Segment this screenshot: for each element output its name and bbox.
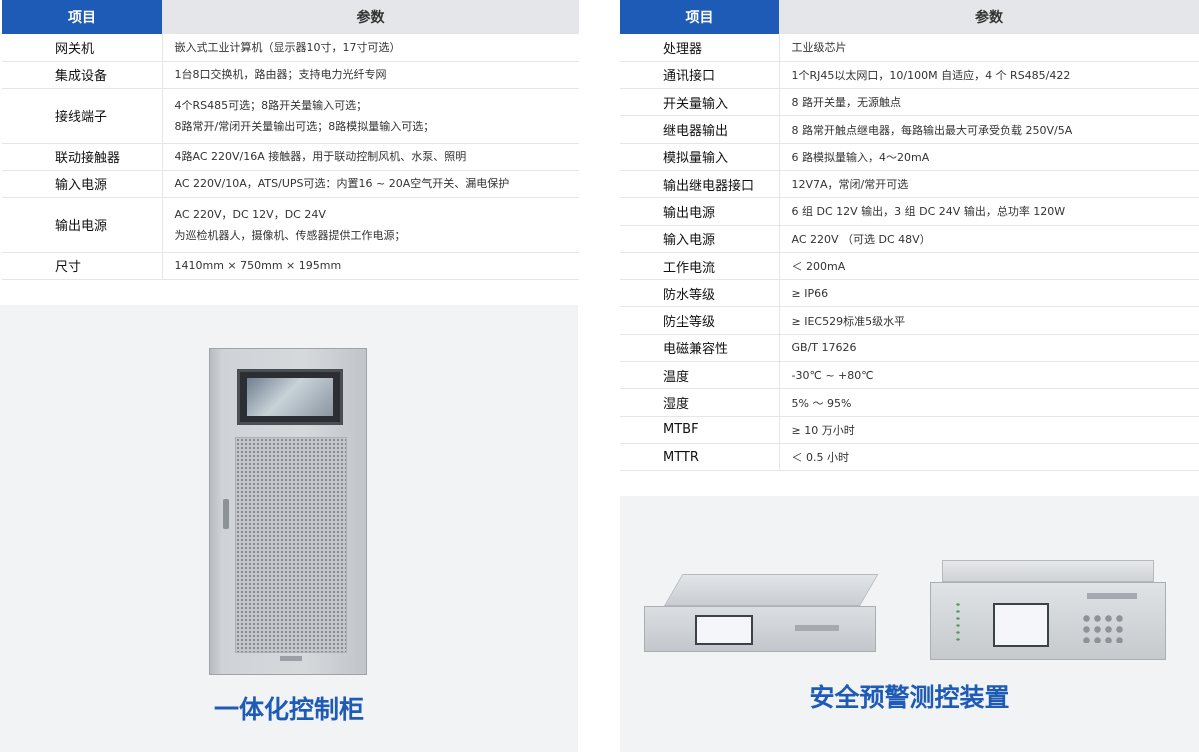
table-row: 防水等级≥ IP66	[620, 279, 1199, 308]
row-item: 处理器	[620, 34, 779, 62]
product-caption: 一体化控制柜	[213, 695, 364, 724]
row-item: 尺寸	[2, 252, 162, 280]
row-param: 6 组 DC 12V 输出，3 组 DC 24V 输出，总功率 120W	[778, 197, 1199, 226]
row-item: 输出电源	[620, 197, 779, 226]
row-param: ＜ 200mA	[778, 252, 1199, 281]
cabinet-vent	[235, 437, 347, 653]
product-panel-cabinet: 一体化控制柜	[0, 305, 578, 752]
row-item: 电磁兼容性	[620, 334, 779, 363]
device-nameplate	[795, 625, 839, 631]
row-param: ≥ 10 万小时	[778, 416, 1199, 444]
table-row: 温度 -30℃ ~ +80℃	[620, 361, 1199, 390]
row-param: 1台8口交换机，路由器；支持电力光纤专网	[161, 61, 579, 89]
table-row: MTBF≥ 10 万小时	[620, 416, 1199, 444]
row-param: 5% ～ 95%	[778, 388, 1199, 417]
row-param: 1个RJ45以太网口，10/100M 自适应，4 个 RS485/422	[778, 61, 1199, 90]
row-item: 通讯接口	[620, 61, 779, 90]
rack-device-3u-image	[930, 560, 1166, 660]
row-item: 继电器输出	[620, 115, 779, 144]
header-param: 参数	[162, 0, 579, 34]
row-param: 1410mm × 750mm × 195mm	[161, 252, 579, 280]
table-row: 接线端子 4个RS485可选；8路开关量输入可选；8路常开/常闭开关量输出可选；…	[2, 88, 579, 144]
row-param: ＜ 0.5 小时	[778, 443, 1199, 472]
device-nameplate	[1087, 593, 1137, 599]
cabinet-display	[237, 369, 343, 425]
row-param: 12V7A，常闭/常开可选	[778, 170, 1199, 199]
table-row: 处理器工业级芯片	[620, 34, 1199, 62]
table-row: MTTR＜ 0.5 小时	[620, 443, 1199, 472]
cabinet-image	[209, 348, 367, 675]
header-item: 项目	[620, 0, 779, 34]
row-item: 网关机	[2, 34, 162, 62]
row-item: MTTR	[620, 443, 779, 472]
row-item: 模拟量输入	[620, 143, 779, 171]
table-row: 防尘等级≥ IEC529标准5级水平	[620, 306, 1199, 335]
row-item: 输入电源	[620, 225, 779, 253]
row-param: ≥ IEC529标准5级水平	[778, 306, 1199, 335]
rack-device-1u-image	[644, 574, 879, 652]
table-row: 集成设备 1台8口交换机，路由器；支持电力光纤专网	[2, 61, 579, 89]
row-item: 输入电源	[2, 170, 162, 198]
row-item: 工作电流	[620, 252, 779, 281]
row-param: 8 路开关量，无源触点	[778, 88, 1199, 117]
table-row: 联动接触器 4路AC 220V/16A 接触器，用于联动控制风机、水泵、照明	[2, 143, 579, 171]
row-item: 防尘等级	[620, 306, 779, 335]
row-item: 防水等级	[620, 279, 779, 308]
row-item: 温度	[620, 361, 779, 390]
table-row: 尺寸 1410mm × 750mm × 195mm	[2, 252, 579, 280]
row-item: 接线端子	[2, 88, 162, 144]
device-display	[695, 615, 753, 645]
keypad-icon	[1081, 613, 1125, 643]
status-led-icon	[953, 601, 963, 641]
row-param: 工业级芯片	[778, 34, 1199, 62]
table-row: 工作电流＜ 200mA	[620, 252, 1199, 281]
row-param: 4个RS485可选；8路开关量输入可选；8路常开/常闭开关量输出可选；8路模拟量…	[161, 88, 579, 144]
spec-table-cabinet: 项目 参数 网关机 嵌入式工业计算机（显示器10寸，17寸可选） 集成设备 1台…	[2, 0, 579, 280]
row-item: MTBF	[620, 416, 779, 444]
product-caption: 安全预警测控装置	[809, 683, 1010, 712]
row-param: ≥ IP66	[778, 279, 1199, 308]
row-item: 湿度	[620, 388, 779, 417]
row-item: 开关量输入	[620, 88, 779, 117]
row-param: AC 220V/10A，ATS/UPS可选：内置16 ~ 20A空气开关、漏电保…	[161, 170, 579, 198]
row-item: 集成设备	[2, 61, 162, 89]
row-param: 8 路常开触点继电器，每路输出最大可承受负载 250V/5A	[778, 115, 1199, 144]
table-row: 输入电源 AC 220V/10A，ATS/UPS可选：内置16 ~ 20A空气开…	[2, 170, 579, 198]
row-param: 嵌入式工业计算机（显示器10寸，17寸可选）	[161, 34, 579, 62]
row-param: -30℃ ~ +80℃	[778, 361, 1199, 390]
row-item: 输出电源	[2, 197, 162, 253]
row-item: 联动接触器	[2, 143, 162, 171]
row-param: GB/T 17626	[778, 334, 1199, 363]
table-row: 网关机 嵌入式工业计算机（显示器10寸，17寸可选）	[2, 34, 579, 62]
header-param: 参数	[779, 0, 1199, 34]
row-item: 输出继电器接口	[620, 170, 779, 199]
row-param: 6 路模拟量输入，4～20mA	[778, 143, 1199, 171]
row-param: 4路AC 220V/16A 接触器，用于联动控制风机、水泵、照明	[161, 143, 579, 171]
cabinet-nameplate	[280, 656, 302, 661]
header-item: 项目	[2, 0, 162, 34]
product-panel-device: 安全预警测控装置	[620, 496, 1199, 752]
row-param: AC 220V （可选 DC 48V）	[778, 225, 1199, 253]
cabinet-handle	[223, 499, 229, 529]
device-display	[993, 603, 1049, 647]
